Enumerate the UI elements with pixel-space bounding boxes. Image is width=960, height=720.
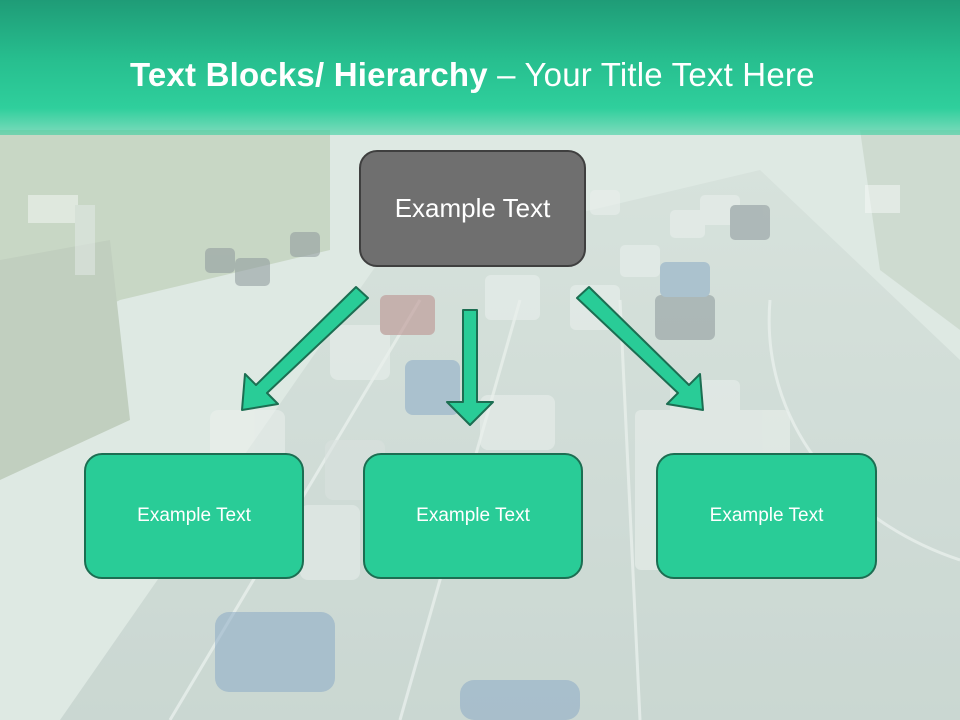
child-box-label: Example Text <box>416 505 530 526</box>
parent-box-label: Example Text <box>394 193 551 223</box>
arrow-right <box>576 286 704 411</box>
child-box-right[interactable]: Example Text <box>656 453 877 579</box>
title-bold-part: Text Blocks/ Hierarchy <box>130 56 488 93</box>
arrow-left <box>241 286 369 411</box>
title-band <box>0 0 960 135</box>
child-box-left[interactable]: Example Text <box>84 453 304 579</box>
child-box-label: Example Text <box>137 505 251 526</box>
arrow-center <box>446 309 494 426</box>
slide-title: Text Blocks/ Hierarchy – Your Title Text… <box>130 56 815 94</box>
child-box-center[interactable]: Example Text <box>363 453 583 579</box>
title-regular-part: – Your Title Text Here <box>487 56 815 93</box>
parent-box[interactable]: Example Text <box>359 150 586 267</box>
child-box-label: Example Text <box>709 505 824 526</box>
